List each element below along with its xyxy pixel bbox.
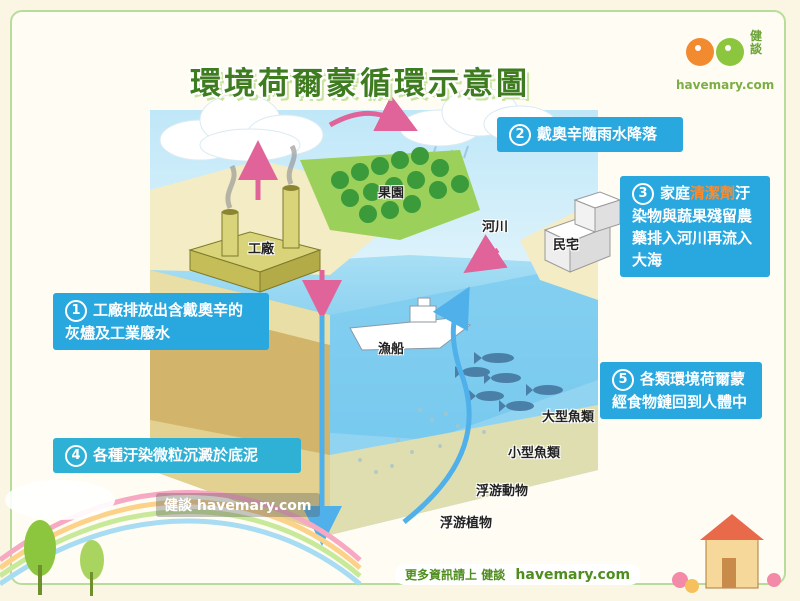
footer-url: havemary.com: [515, 567, 631, 583]
step-4-label: 4 各種汙染微粒沉澱於底泥: [53, 438, 301, 473]
step-2-number: 2: [509, 123, 531, 146]
step-5-text: 各類環境荷爾蒙經食物鏈回到人體中: [612, 370, 748, 411]
cloud-bottom-left: [5, 480, 115, 520]
cloud-left: [159, 93, 324, 162]
footer-link[interactable]: 更多資訊請上 健談 havemary.com: [395, 564, 641, 585]
caption-factory: 工廠: [248, 242, 275, 257]
caption-big-fish: 大型魚類: [542, 410, 595, 425]
arrow-cloud-to-cloud: [328, 95, 418, 131]
brand-url: havemary.com: [676, 78, 775, 92]
page-title: 環境荷爾蒙循環示意圖: [190, 66, 530, 102]
orchard-trees: [331, 147, 469, 223]
caption-zooplankton: 浮游動物: [476, 484, 529, 499]
brand-name: 健談: [750, 29, 763, 56]
step-1-number: 1: [65, 299, 87, 322]
watermark: 健談 havemary.com: [156, 493, 320, 517]
caption-river: 河川: [482, 220, 509, 235]
step-3-label: 3 家庭清潔劑汙染物與蔬果殘留農藥排入河川再流入大海: [620, 176, 770, 277]
plankton-dots: [358, 408, 486, 474]
caption-orchard: 果園: [378, 186, 405, 201]
step-3-text-pre: 家庭: [660, 184, 691, 202]
step-1-text: 工廠排放出含戴奧辛的灰燼及工業廢水: [65, 301, 244, 342]
factory-icon: [188, 144, 322, 293]
watermark-brand: 健談: [164, 498, 192, 514]
step-2-label: 2 戴奧辛隨雨水降落: [497, 117, 683, 152]
step-4-number: 4: [65, 444, 87, 467]
watermark-url: havemary.com: [196, 498, 312, 514]
fish-school: [455, 352, 563, 412]
caption-house: 民宅: [553, 238, 580, 253]
step-2-text: 戴奧辛隨雨水降落: [537, 125, 658, 143]
step-3-highlight: 清潔劑: [690, 184, 736, 202]
small-house-decoration: [672, 514, 781, 593]
arrow-river: [463, 234, 508, 274]
step-3-text-post: 汙染物與蔬果殘留農藥排入河川再流入大海: [632, 184, 753, 269]
step-5-number: 5: [612, 368, 634, 391]
house-icon: [543, 191, 622, 273]
step-4-text: 各種汙染微粒沉澱於底泥: [93, 446, 259, 464]
caption-small-fish: 小型魚類: [508, 446, 561, 461]
caption-boat: 漁船: [378, 342, 405, 357]
footer-brand: 健談: [481, 568, 506, 582]
caption-phytoplankton: 浮游植物: [440, 516, 493, 531]
brand-logo-icon: [686, 38, 744, 66]
seabed: [330, 405, 598, 535]
arrow-food-chain-up: [402, 286, 472, 524]
step-3-number: 3: [632, 182, 654, 205]
tree-decoration: [24, 520, 104, 596]
footer-text: 更多資訊請上: [405, 568, 478, 582]
